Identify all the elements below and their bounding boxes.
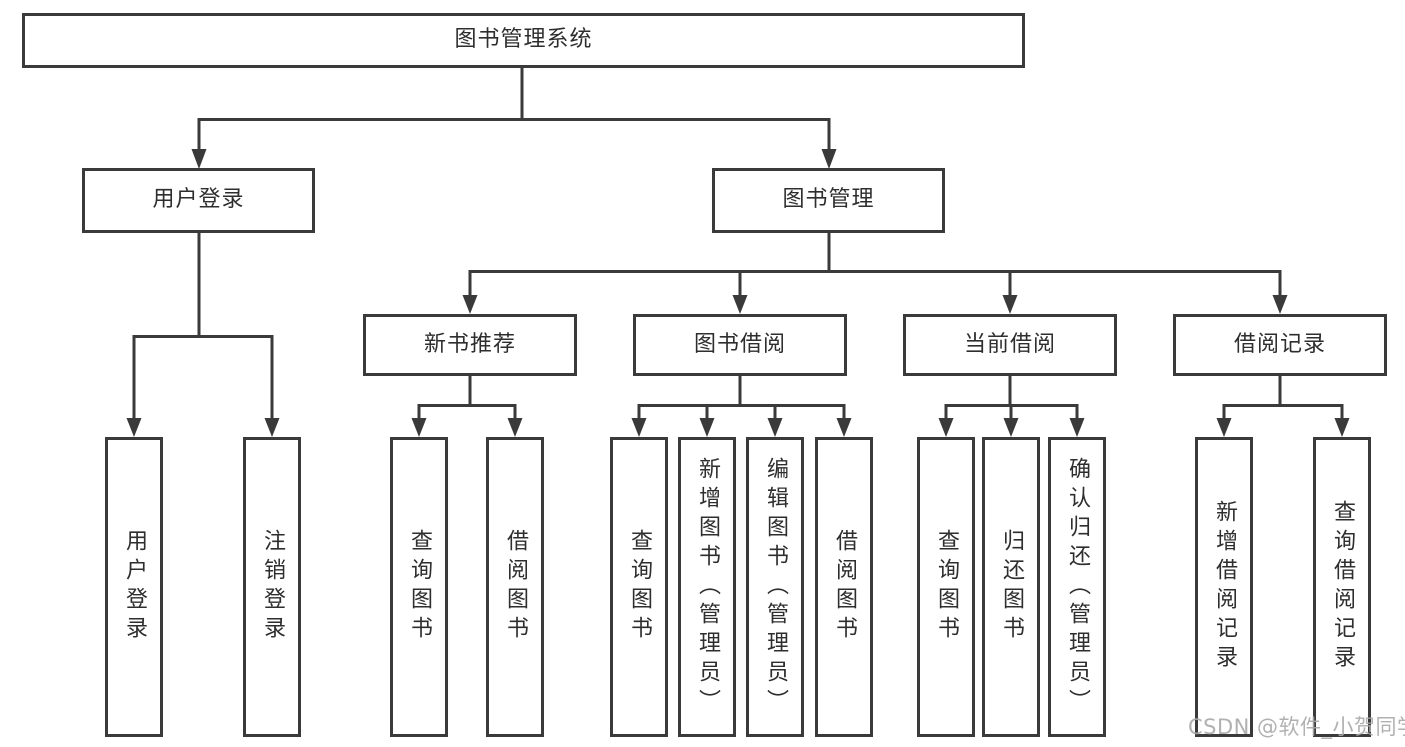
leaf-query-books-recommend: 查询图书 <box>390 437 448 737</box>
leaf-user-login-label: 用户登录 <box>122 529 147 645</box>
leaf-query-borrow-record-label: 查询借阅记录 <box>1330 500 1355 674</box>
node-book-borrowing-label: 图书借阅 <box>693 331 786 357</box>
arrow-down-icon <box>821 149 837 169</box>
leaf-return-books-label: 归还图书 <box>999 529 1024 645</box>
arrow-down-icon <box>699 418 715 437</box>
arrow-down-icon <box>631 418 647 437</box>
arrow-down-icon <box>507 418 523 437</box>
leaf-logout-label: 注销登录 <box>260 529 285 645</box>
arrow-down-icon <box>191 149 207 169</box>
connector-leaf-shaft <box>417 405 1344 420</box>
leaf-query-borrow-record: 查询借阅记录 <box>1313 437 1371 737</box>
arrow-down-icon <box>1003 418 1019 437</box>
leaf-confirm-return-admin: 确认归还（管理员） <box>1048 437 1106 737</box>
arrow-down-icon <box>264 418 280 437</box>
node-current-borrowing: 当前借阅 <box>903 314 1117 376</box>
leaf-borrow-books-recommend: 借阅图书 <box>486 437 544 737</box>
node-new-book-recommend: 新书推荐 <box>363 314 577 376</box>
leaf-borrow-books-borrowing: 借阅图书 <box>815 437 873 737</box>
node-user-login: 用户登录 <box>82 168 315 233</box>
node-book-borrowing: 图书借阅 <box>633 314 847 376</box>
node-new-book-recommend-label: 新书推荐 <box>423 331 516 357</box>
leaf-add-books-admin: 新增图书（管理员） <box>678 437 736 737</box>
leaf-query-books-current-label: 查询图书 <box>934 529 959 645</box>
arrow-down-icon <box>1216 418 1232 437</box>
node-current-borrowing-label: 当前借阅 <box>963 331 1056 357</box>
arrow-down-icon <box>1069 418 1085 437</box>
node-user-login-label: 用户登录 <box>152 187 245 213</box>
arrow-down-icon <box>411 418 427 437</box>
leaf-return-books: 归还图书 <box>982 437 1040 737</box>
leaf-add-borrow-record-label: 新增借阅记录 <box>1212 500 1237 674</box>
leaf-edit-books-admin: 编辑图书（管理员） <box>746 437 804 737</box>
arrow-down-icon <box>126 418 142 437</box>
node-root: 图书管理系统 <box>22 13 1025 68</box>
arrow-down-icon <box>1334 418 1350 437</box>
leaf-query-books-borrowing-label: 查询图书 <box>627 529 652 645</box>
leaf-borrow-books-borrowing-label: 借阅图书 <box>832 529 857 645</box>
leaf-logout: 注销登录 <box>243 437 301 737</box>
node-book-management-label: 图书管理 <box>782 187 875 213</box>
csdn-watermark: CSDN @软件_小贺同学 <box>1188 715 1405 739</box>
leaf-edit-books-admin-label: 编辑图书（管理员） <box>763 456 788 718</box>
arrow-down-icon <box>938 418 954 437</box>
arrow-down-icon <box>836 418 852 437</box>
leaf-user-login: 用户登录 <box>105 437 163 737</box>
node-borrowing-records: 借阅记录 <box>1173 314 1387 376</box>
leaf-query-books-recommend-label: 查询图书 <box>407 529 432 645</box>
node-root-label: 图书管理系统 <box>454 27 593 53</box>
leaf-borrow-books-recommend-label: 借阅图书 <box>503 529 528 645</box>
leaf-add-borrow-record: 新增借阅记录 <box>1195 437 1253 737</box>
node-book-management: 图书管理 <box>712 168 945 233</box>
leaf-add-books-admin-label: 新增图书（管理员） <box>695 456 720 718</box>
arrow-down-icon <box>462 295 478 314</box>
leaf-confirm-return-admin-label: 确认归还（管理员） <box>1065 456 1090 718</box>
arrow-down-icon <box>1002 295 1018 314</box>
arrow-down-icon <box>1272 295 1288 314</box>
leaf-query-books-borrowing: 查询图书 <box>610 437 668 737</box>
arrow-down-icon <box>732 295 748 314</box>
arrow-down-icon <box>767 418 783 437</box>
leaf-query-books-current: 查询图书 <box>917 437 975 737</box>
node-borrowing-records-label: 借阅记录 <box>1233 331 1326 357</box>
